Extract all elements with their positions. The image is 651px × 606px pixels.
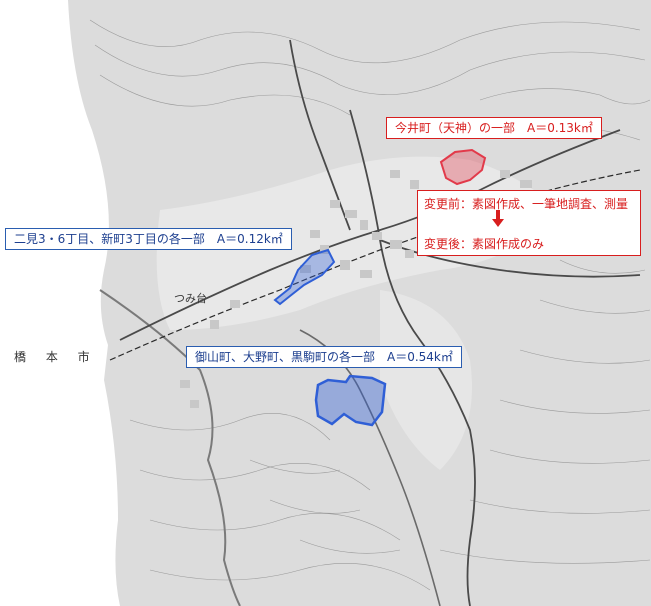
- imai-area-label-text: 今井町（天神）の一部 A＝0.13k㎡: [395, 121, 593, 135]
- change-before-text: 変更前：素図作成、一筆地調査、測量: [424, 197, 629, 211]
- imai-area-polygon: [439, 148, 487, 186]
- futami-area-label-text: 二見3・6丁目、新町3丁目の各一部 A＝0.12k㎡: [14, 232, 283, 246]
- survey-change-box: 変更前：素図作成、一筆地調査、測量 変更後：素図作成のみ: [417, 190, 641, 256]
- futami-area-polygon: [273, 248, 336, 306]
- mikayama-area-polygon: [314, 374, 387, 427]
- change-after-text: 変更後：素図作成のみ: [424, 237, 545, 251]
- imai-area-label: 今井町（天神）の一部 A＝0.13k㎡: [386, 117, 602, 139]
- town-label: つみ台: [174, 292, 207, 305]
- mikayama-area-label: 御山町、大野町、黒駒町の各一部 A＝0.54k㎡: [186, 346, 462, 368]
- futami-area-label: 二見3・6丁目、新町3丁目の各一部 A＝0.12k㎡: [5, 228, 292, 250]
- mikayama-area-label-text: 御山町、大野町、黒駒町の各一部 A＝0.54k㎡: [195, 350, 453, 364]
- city-name-label: 橋 本 市: [14, 350, 98, 364]
